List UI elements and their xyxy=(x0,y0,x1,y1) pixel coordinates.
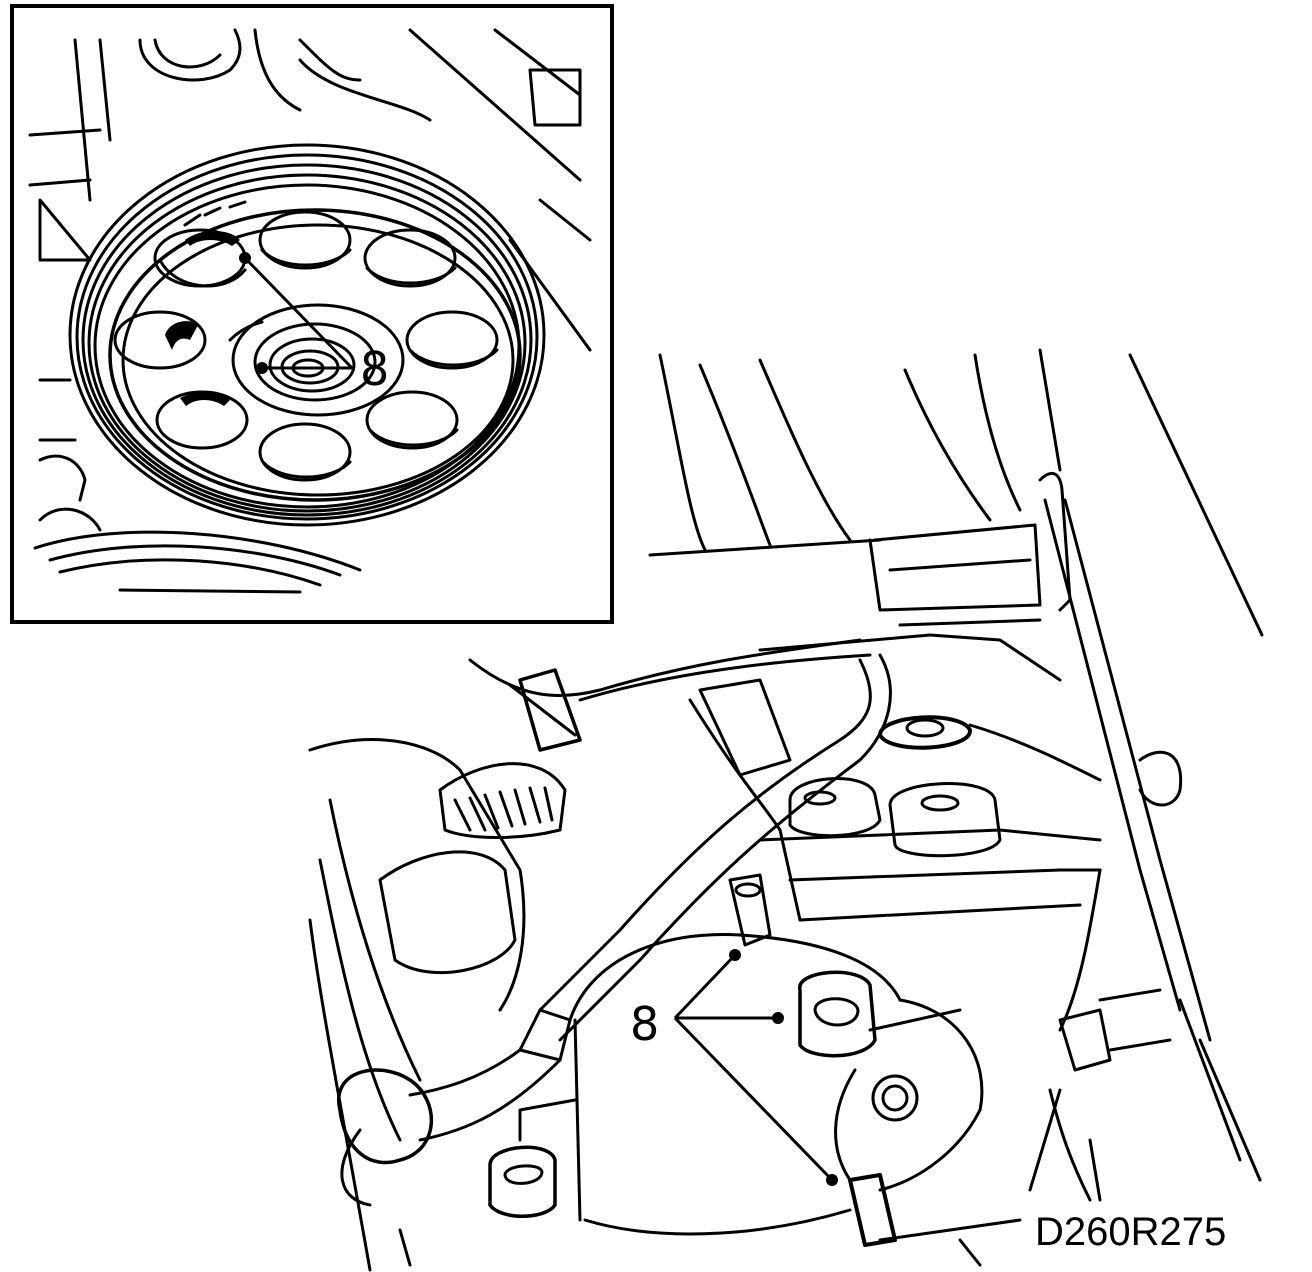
main-callout-leaders xyxy=(673,953,834,1182)
main-callout-dots xyxy=(729,949,838,1186)
engine-main-view xyxy=(308,348,1264,1272)
main-callout-label: 8 xyxy=(630,997,659,1051)
inset-callout-label: 8 xyxy=(360,342,389,396)
figure-reference-label: D260R275 xyxy=(1035,1210,1226,1254)
pulley-detail-inset: 8 xyxy=(10,4,614,624)
